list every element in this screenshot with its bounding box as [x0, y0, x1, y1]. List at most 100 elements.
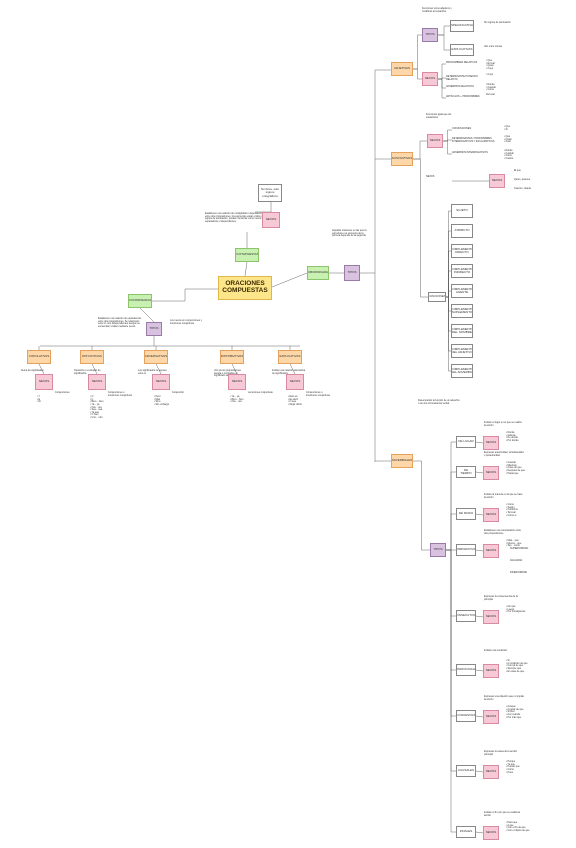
coord-type-1: DISYUNTIVAS: [80, 350, 104, 364]
adverbiales-tipos: TIPOS: [430, 543, 446, 557]
coord-type-items-1: • O • U • Bien... bien • Ya... ya • Ora.…: [90, 395, 104, 420]
coord-type-note-0: Conjunciones: [55, 391, 70, 394]
sustantivas-nexo-2: ADVERBIOS INTERROGATIVOS: [452, 151, 488, 154]
yuxtapuestas-desc: Establecen una relación de contigüidad o…: [205, 212, 265, 223]
coord-type-3: DISTRIBUTIVAS: [220, 350, 244, 364]
sustantivas-funcion-0: SUJETO: [451, 204, 473, 218]
coord-type-items-4: • Esto es • Es decir • O sea • Mejor dic…: [288, 395, 302, 406]
adjetivas-nexo-items-3: Del cual: [486, 93, 495, 96]
adjetivas-nexo-1: DETERMINANTE POSESIVO RELATIVO: [446, 75, 478, 81]
coord-type-desc-2: Los significados se oponen entre sí: [138, 369, 167, 375]
adjetivas-desc: Funcionan como adjetivos y modifican al …: [422, 7, 452, 13]
coordinadas-desc: Establecen una relación de equivalencia …: [98, 317, 141, 328]
adv-type-8: FINALES: [456, 826, 476, 838]
line-coord-nexos-1: [91, 363, 98, 375]
coord-type-0: COPULATIVAS: [27, 350, 51, 364]
line-sus-nexo-0: [443, 129, 452, 142]
adv-type-desc-3: Establecen una comparación entre dos pro…: [484, 529, 521, 535]
adjetivas-nexo-items-1: • Cuyo: [486, 73, 494, 76]
coord-type-items-0: • Y • E • Ni: [37, 395, 41, 404]
sustantivas-nexo-items-2: • Dónde • Cuándo • Cómo • Cuánto: [504, 149, 514, 160]
adjetivas-nexo-items-2: • Donde • Cuando • Como: [486, 83, 496, 92]
subordinadas-desc: Aquellas oraciones en las que la estruct…: [332, 229, 367, 238]
adverbiales-node: ADVERBIALES: [391, 454, 413, 468]
line-adj-nexo-0: [438, 63, 446, 80]
line-adj-nexo-3: [438, 78, 446, 99]
coord-type-nexos-4: NEXOS: [286, 374, 304, 390]
adv-type-desc-6: Expresan una objeción que no impide la a…: [484, 695, 525, 701]
line-sus-nexos: [413, 140, 427, 160]
line-sus-funcion-8: [446, 296, 451, 372]
line-coord-nexos-0: [38, 363, 45, 375]
line-adv-nexos-8: [475, 831, 484, 834]
adv-type-4: CONSECUTIVAS: [456, 610, 476, 622]
adv-type-nexos-4: NEXOS: [483, 610, 499, 624]
yuxtapuestas-node: YUXTAPUESTAS: [235, 248, 259, 262]
line-root-coord: [152, 288, 218, 302]
sustantivas-sub-label: NEXOS: [426, 175, 435, 178]
line-adv-tipos: [413, 460, 430, 551]
line-adv-type-8: [446, 549, 456, 833]
sustantivas-funcion-6: COMPLEMENTO DEL NOMBRE: [451, 324, 473, 338]
coord-type-note-2: Conjunción: [172, 391, 184, 394]
line-adv-nexos-3: [475, 549, 484, 552]
sustantivas-nexos2: NEXOS: [489, 174, 505, 188]
line-sus-func: [413, 158, 428, 298]
adv-type-desc-5: Indican una condición: [484, 649, 508, 652]
coord-type-nexos-2: NEXOS: [152, 374, 170, 390]
line-adv-nexos-5: [475, 669, 484, 672]
coord-type-desc-4: Indican una relación alternativa de sign…: [272, 369, 306, 375]
adjetivas-nexo-3: ARTÍCULOS + PRONOMBRES: [446, 95, 480, 98]
sustantivas-funciones: FUNCIONES: [428, 292, 446, 302]
adjetivas-tipo-note-0: Sin signos de puntuación: [484, 21, 511, 24]
line-adj-tipo-1: [438, 34, 450, 51]
adv-type-items-7: • Porque • Ya que • Puesto que • Como • …: [506, 760, 520, 774]
coord-type-nexos-0: NEXOS: [35, 374, 53, 390]
adv-type-items-4: • Así que • Luego • Por consiguiente: [506, 605, 526, 614]
adv-type-items-6: • Aunque • A pesar de que • Si bien • Au…: [506, 705, 524, 719]
sustantivas-sust-item-0: El que: [514, 169, 521, 172]
line-adv-type-2: [446, 513, 456, 551]
subordinadas-node: SUBORDINADAS: [307, 266, 329, 280]
sustantivas-funcion-7: COMPLEMENTO DEL ADJETIVO: [451, 344, 473, 358]
adv-type-7: CAUSALES: [456, 765, 476, 777]
coordinadas-tipos: TIPOS: [146, 322, 162, 336]
adv-type-nexos-5: NEXOS: [483, 664, 499, 678]
adv-type-6: CONCESIVAS: [456, 710, 476, 722]
sustantivas-nexo-1: DETERMINANTES / PRONOMBRES INTERROGATIVO…: [452, 137, 495, 143]
line-root-yux: [244, 261, 248, 277]
line-coord-tipos: [139, 307, 155, 323]
coord-type-note-3: Locuciones conjuntivas: [248, 391, 273, 394]
coord-type-4: EXPLICATIVAS: [278, 350, 302, 364]
line-coord-nexos-3: [231, 363, 238, 375]
sustantivas-sust-item-1: Quien, quienes: [514, 178, 531, 181]
coord-type-note-4: Conjunciones o locuciones conjuntivas: [306, 391, 330, 397]
adjetivas-nexos: NEXOS: [422, 72, 438, 86]
line-adv-nexos-6: [475, 715, 484, 718]
adv-type-desc-1: Expresan anterioridad, simultaneidad o p…: [484, 451, 524, 457]
sustantivas-node: SUSTANTIVAS: [391, 152, 413, 166]
adv-type-nexos-2: NEXOS: [483, 508, 499, 522]
adv-type-nexos-0: NEXOS: [483, 436, 499, 450]
adjetivas-nexo-0: PRONOMBRES RELATIVOS: [446, 61, 478, 64]
coord-type-items-3: • Ya... ya • Bien... bien • Ora... ora: [230, 395, 244, 404]
sustantivas-funcion-4: COMPLEMENTO AGENTE: [451, 284, 473, 298]
sustantivas-funcion-5: COMPLEMENTO SUPLEMENTO: [451, 304, 473, 318]
adv-comp-sub-0: SUPERIORIDAD: [510, 547, 529, 550]
sustantivas-sust-item-2: Cuanto / cuanta: [514, 187, 531, 190]
coord-type-nexos-3: NEXOS: [228, 374, 246, 390]
adv-type-desc-4: Expresan la consecuencia de la principal: [484, 595, 518, 601]
sustantivas-funcion-3: COMPLEMENTO INDIRECTO: [451, 264, 473, 278]
adv-type-0: DE LUGAR: [456, 436, 476, 448]
adv-type-items-5: • Si • A condición de que • Con tal de q…: [506, 659, 528, 673]
adjetivas-nexo-items-0: • Que • El cual • Quien • Cuyo: [486, 59, 495, 70]
adjetivas-nexo-2: ADVERBIOS RELATIVOS: [446, 85, 474, 88]
sustantivas-nexo-items-1: • Qué • Quién • Cuál: [504, 135, 512, 144]
adv-type-desc-7: Expresan la causa de la acción principal: [484, 750, 518, 756]
adv-type-items-2: • Como • Según • Conforme • Tal cual • C…: [506, 503, 518, 517]
sustantivas-nexo-0: CONJUNCIONES: [452, 127, 472, 130]
sustantivas-funcion-8: COMPLEMENTO DEL ADVERBIO: [451, 364, 473, 378]
coord-type-items-2: • Pero • Mas • Sino • Sin embargo: [154, 395, 170, 406]
